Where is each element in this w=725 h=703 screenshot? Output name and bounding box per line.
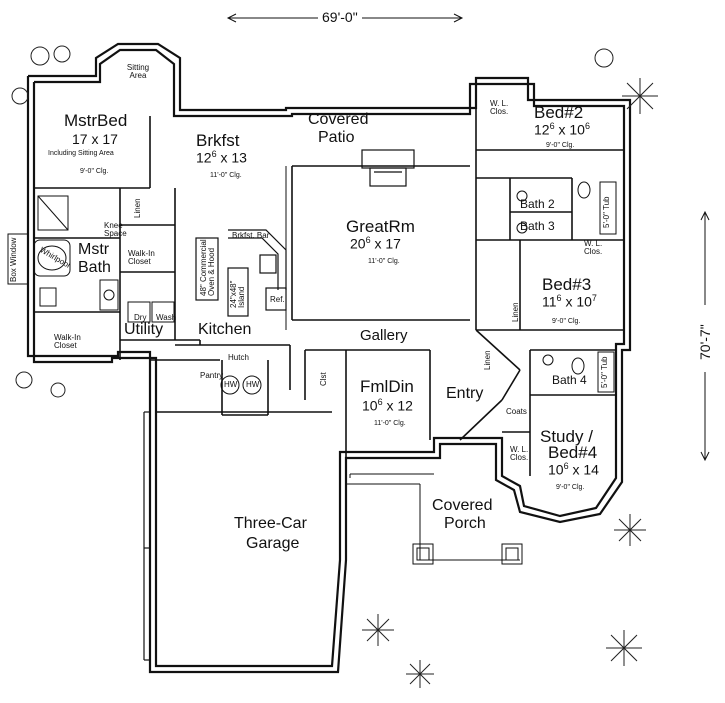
- master-bath-label-1: Mstr: [78, 241, 110, 258]
- hutch-label: Hutch: [228, 353, 249, 362]
- great-room-ceiling: 11'-0" Clg.: [368, 258, 400, 265]
- master-bath-label-2: Bath: [78, 259, 111, 276]
- closet-label: Clst: [319, 372, 328, 386]
- breakfast-size: 126 x 13: [196, 149, 247, 166]
- wl-closet-label-3: W. L. Clos.: [510, 445, 529, 462]
- fireplace: [361, 149, 415, 187]
- master-bed-label: MstrBed: [64, 111, 128, 130]
- bed2-ceiling: 9'-0" Clg.: [546, 142, 575, 149]
- coats-label: Coats: [506, 407, 527, 416]
- family-dining-label: FmlDin: [360, 377, 414, 396]
- knee-space-label: Knee Space: [104, 221, 127, 238]
- walk-in-closet-label-1: Walk-In Closet: [128, 249, 155, 266]
- landscaping: [11, 45, 658, 688]
- utility-label: Utility: [124, 321, 164, 338]
- garage-label-1: Three-Car: [234, 515, 307, 532]
- study-label-2: Bed#4: [548, 443, 598, 462]
- garage-label-2: Garage: [246, 535, 300, 552]
- bath-fixtures: [516, 181, 617, 393]
- island-label: 24"x48" Island: [229, 280, 246, 308]
- study-ceiling: 9'-0" Clg.: [556, 484, 585, 491]
- master-bed-size: 17 x 17: [72, 131, 118, 147]
- box-window-label: Box Window: [9, 237, 18, 282]
- bed3-ceiling: 9'-0" Clg.: [552, 318, 581, 325]
- covered-porch-label-1: Covered: [432, 497, 493, 514]
- family-dining-size: 106 x 12: [362, 397, 413, 414]
- washer-label: Wash: [156, 313, 177, 322]
- outdoor-outlines: [285, 166, 523, 565]
- bed2-size: 126 x 106: [534, 121, 590, 138]
- dryer-label: Dry: [134, 313, 147, 322]
- kitchen-label: Kitchen: [198, 321, 252, 338]
- linen-label-2: Linen: [511, 302, 520, 322]
- oven-label: 48" Commercial Oven & Hood: [199, 239, 216, 296]
- width-dimension-line: [226, 13, 464, 23]
- pantry-label: Pantry: [200, 371, 224, 380]
- bed3-size: 116 x 107: [542, 293, 597, 310]
- walk-in-closet-label-2: Walk-In Closet: [54, 333, 81, 350]
- tub-label-1: 5'-0" Tub: [602, 196, 611, 229]
- breakfast-label: Brkfst: [196, 131, 240, 150]
- bath4-label: Bath 4: [552, 373, 587, 387]
- width-dimension: 69'-0": [322, 9, 358, 25]
- covered-patio-label-1: Covered: [308, 111, 369, 128]
- bath3-label: Bath 3: [520, 219, 555, 233]
- master-bed-note: Including Sitting Area: [48, 150, 114, 157]
- kitchen-counters: [195, 229, 287, 317]
- wl-closet-label-2: W. L. Clos.: [584, 239, 603, 256]
- linen-label-3: Linen: [483, 350, 492, 370]
- breakfast-bar-label: Brkfst. Bar: [232, 231, 270, 240]
- water-heater-label-1: HW: [224, 380, 238, 389]
- study-size: 106 x 14: [548, 461, 599, 478]
- gallery-label: Gallery: [360, 327, 408, 344]
- garage-door: [143, 411, 151, 661]
- depth-dimension: 70'-7": [697, 324, 713, 360]
- bed2-label: Bed#2: [534, 103, 584, 122]
- great-room-label: GreatRm: [346, 217, 415, 236]
- family-dining-ceiling: 11'-0" Clg.: [374, 420, 406, 427]
- master-bath-fixtures: [7, 195, 119, 311]
- interior-walls: [34, 108, 624, 667]
- bed3-label: Bed#3: [542, 275, 592, 294]
- water-heaters: [220, 375, 262, 395]
- master-bed-ceiling: 9'-0" Clg.: [80, 168, 109, 175]
- covered-patio-label-2: Patio: [318, 129, 355, 146]
- bath2-label: Bath 2: [520, 197, 555, 211]
- study-label-1: Study /: [540, 427, 593, 446]
- refrigerator-label: Ref.: [270, 295, 285, 304]
- depth-dimension-line: [700, 210, 710, 462]
- tub-label-2: 5'-0" Tub: [600, 356, 609, 389]
- wl-closet-label-1: W. L. Clos.: [490, 99, 509, 116]
- entry-label: Entry: [446, 385, 484, 402]
- covered-porch-label-2: Porch: [444, 515, 486, 532]
- breakfast-ceiling: 11'-0" Clg.: [210, 172, 242, 179]
- washer-dryer: [127, 301, 175, 323]
- great-room-size: 206 x 17: [350, 235, 401, 252]
- linen-label: Linen: [133, 198, 142, 218]
- water-heater-label-2: HW: [246, 380, 260, 389]
- sitting-area-label: Sitting Area: [126, 63, 150, 80]
